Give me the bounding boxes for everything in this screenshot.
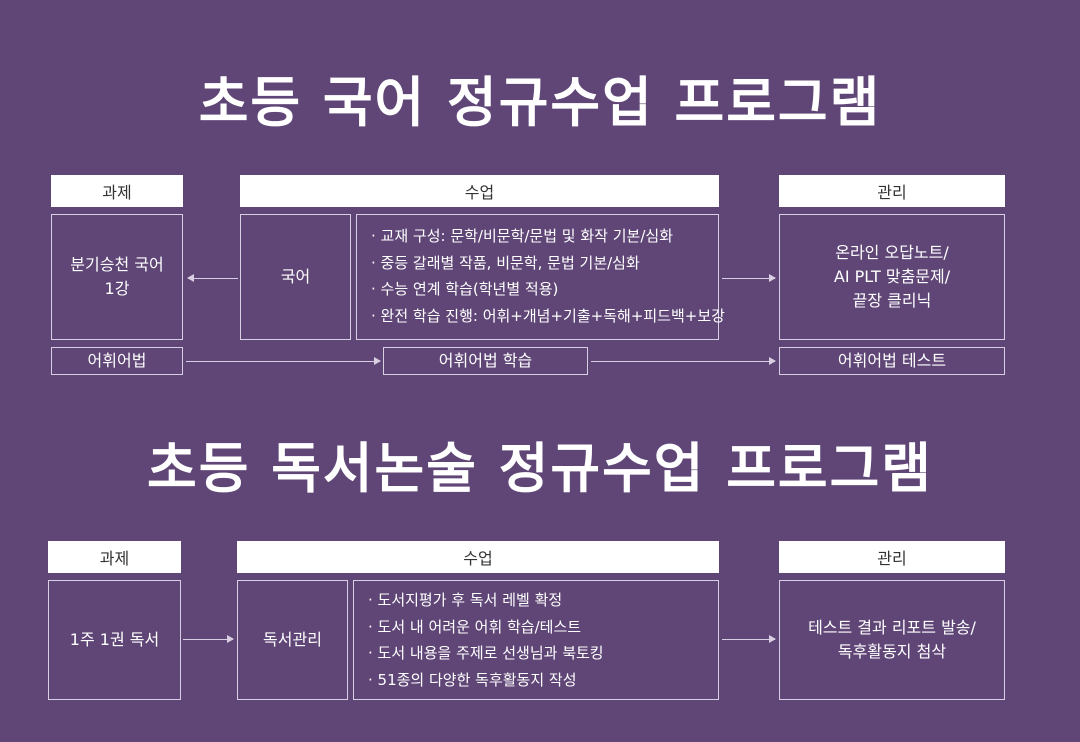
korean-manage-line-2: AI PLT 맞춤문제/ [833, 267, 951, 286]
korean-vocab-class: 어휘어법 학습 [383, 347, 588, 375]
reading-manage-header: 관리 [779, 541, 1005, 573]
list-item: · 도서 내용을 주제로 선생님과 북토킹 [368, 644, 604, 662]
korean-vocab-manage-label: 어휘어법 테스트 [837, 351, 947, 370]
korean-vocab-class-label: 어휘어법 학습 [438, 351, 533, 370]
reading-class-header: 수업 [237, 541, 719, 573]
reading-class-items: · 도서지평가 후 독서 레벨 확정 · 도서 내 어려운 어휘 학습/테스트 … [353, 580, 719, 700]
korean-task-line-1: 분기승천 국어 [70, 255, 164, 274]
korean-class-items: · 교재 구성: 문학/비문학/문법 및 화작 기본/심화 · 중등 갈래별 작… [356, 214, 725, 340]
list-item: · 도서 내 어려운 어휘 학습/테스트 [368, 617, 582, 636]
korean-task-box: 분기승천 국어 1강 [51, 214, 183, 340]
korean-vocab-task: 어휘어법 [51, 347, 183, 375]
korean-manage-line-3: 끝장 클리닉 [852, 291, 932, 310]
korean-program-title: 초등 국어 정규수업 프로그램 [198, 71, 882, 134]
list-item: · 수능 연계 학습(학년별 적용) [371, 280, 559, 298]
list-item: · 도서지평가 후 독서 레벨 확정 [368, 591, 563, 609]
korean-task-line-2: 1강 [104, 279, 130, 298]
korean-manage-box: 온라인 오답노트/ AI PLT 맞춤문제/ 끝장 클리닉 [779, 214, 1005, 340]
korean-vocab-task-label: 어휘어법 [87, 351, 147, 370]
list-item: · 중등 갈래별 작품, 비문학, 문법 기본/심화 [371, 253, 640, 272]
list-item: · 교재 구성: 문학/비문학/문법 및 화작 기본/심화 [371, 227, 673, 245]
korean-arrow-right [722, 274, 776, 282]
reading-class-box-label: 독서관리 [263, 630, 322, 649]
reading-arrow-1 [183, 635, 234, 643]
reading-task-label: 1주 1권 독서 [69, 630, 160, 649]
korean-vocab-manage: 어휘어법 테스트 [779, 347, 1005, 375]
reading-manage-box: 테스트 결과 리포트 발송/ 독후활동지 첨삭 [779, 580, 1005, 700]
reading-task-header: 과제 [48, 541, 181, 573]
list-item: · 완전 학습 진행: 어휘+개념+기출+독해+피드백+보강 [371, 306, 725, 325]
reading-class-box: 독서관리 [237, 580, 348, 700]
korean-class-box-label: 국어 [280, 267, 311, 286]
korean-vocab-arrow-2 [591, 357, 776, 365]
korean-manage-line-1: 온라인 오답노트/ [835, 243, 949, 262]
korean-task-header: 과제 [51, 175, 183, 207]
korean-vocab-arrow-1 [186, 357, 381, 365]
korean-class-header: 수업 [240, 175, 719, 207]
reading-arrow-2 [722, 635, 776, 643]
reading-manage-line-2: 독후활동지 첨삭 [837, 642, 947, 661]
reading-task-box: 1주 1권 독서 [48, 580, 181, 700]
reading-manage-line-1: 테스트 결과 리포트 발송/ [808, 618, 976, 637]
list-item: · 51종의 다양한 독후활동지 작성 [368, 670, 577, 689]
korean-class-box: 국어 [240, 214, 351, 340]
korean-arrow-left [187, 274, 238, 282]
reading-program-title: 초등 독서논술 정규수업 프로그램 [147, 437, 933, 500]
korean-manage-header: 관리 [779, 175, 1005, 207]
